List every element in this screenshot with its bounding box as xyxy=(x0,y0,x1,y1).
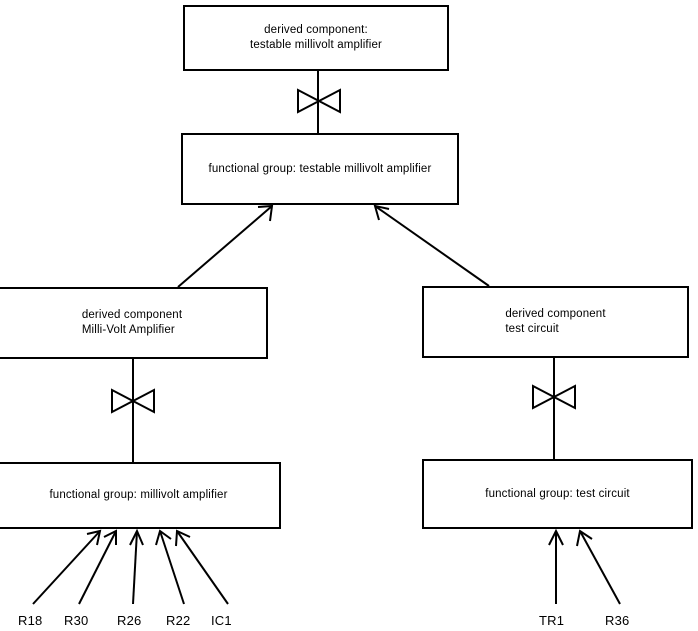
node-functional-group-testable-millivolt-amplifier[interactable]: functional group: testable millivolt amp… xyxy=(181,133,459,205)
part-label-tr1: TR1 xyxy=(539,613,565,628)
node-label: derived component: testable millivolt am… xyxy=(249,24,383,51)
node-derived-component-milli-volt-amplifier[interactable]: derived component Milli-Volt Amplifier xyxy=(0,287,268,359)
part-label-r30: R30 xyxy=(64,613,89,628)
node-derived-component-test-circuit[interactable]: derived component test circuit xyxy=(422,286,689,358)
part-label-ic1: IC1 xyxy=(211,613,232,628)
arrow-test-circuit-to-testable xyxy=(373,204,490,287)
node-label: derived component test circuit xyxy=(505,308,606,335)
node-label: functional group: test circuit xyxy=(485,487,630,500)
part-arrow-R26 xyxy=(129,528,144,605)
part-arrow-IC1 xyxy=(175,529,229,605)
node-label: functional group: testable millivolt amp… xyxy=(208,162,432,175)
bowtie-right-icon xyxy=(532,384,576,410)
node-label: functional group: millivolt amplifier xyxy=(49,489,228,501)
arrow-mv-amp-to-testable xyxy=(177,204,274,288)
part-arrow-R22 xyxy=(155,529,185,605)
node-label: derived component Milli-Volt Amplifier xyxy=(81,309,183,336)
part-arrow-R18 xyxy=(32,529,102,605)
part-arrow-R30 xyxy=(78,529,117,605)
part-label-r22: R22 xyxy=(166,613,191,628)
part-label-r26: R26 xyxy=(117,613,142,628)
part-label-r18: R18 xyxy=(18,613,43,628)
part-arrow-TR1 xyxy=(548,528,564,604)
node-functional-group-millivolt-amplifier[interactable]: functional group: millivolt amplifier xyxy=(0,462,281,529)
part-arrow-R36 xyxy=(576,529,621,605)
bowtie-left-icon xyxy=(111,388,155,414)
bowtie-top-icon xyxy=(297,88,341,114)
node-derived-component-testable-millivolt-amplifier[interactable]: derived component: testable millivolt am… xyxy=(183,5,449,71)
node-functional-group-test-circuit[interactable]: functional group: test circuit xyxy=(422,459,693,529)
part-label-r36: R36 xyxy=(605,613,630,628)
